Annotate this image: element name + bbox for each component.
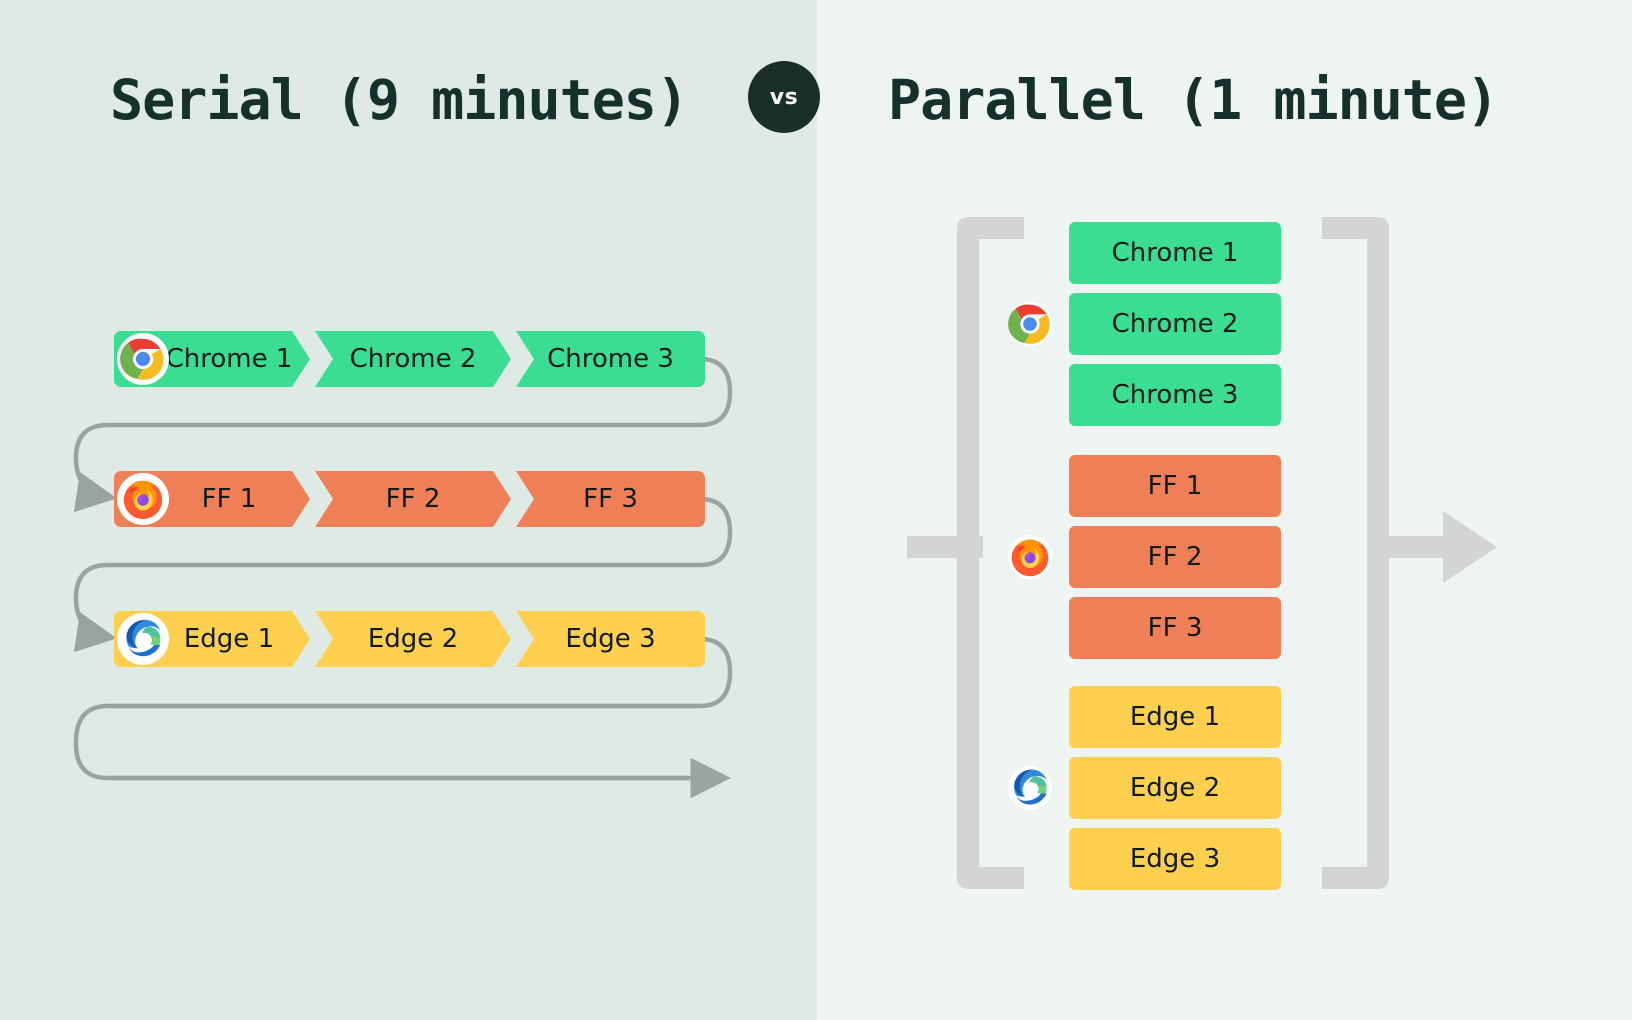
serial-panel-title: Serial (9 minutes) xyxy=(110,68,689,132)
firefox-logo-icon xyxy=(1008,535,1052,579)
parallel-right-bracket xyxy=(1322,217,1389,889)
parallel-input-stem xyxy=(907,536,983,558)
vs-badge: vs xyxy=(748,61,820,133)
parallel-task-edge-2[interactable]: Edge 2 xyxy=(1069,757,1281,819)
parallel-task-chrome-3[interactable]: Chrome 3 xyxy=(1069,364,1281,426)
serial-row-chrome: Chrome 1 Chrome 2 Chrome 3 xyxy=(114,331,705,387)
parallel-output-arrowhead xyxy=(1443,511,1497,583)
serial-row-edge: Edge 1 Edge 2 Edge 3 xyxy=(114,611,705,667)
parallel-task-chrome-2[interactable]: Chrome 2 xyxy=(1069,293,1281,355)
parallel-task-ff-3[interactable]: FF 3 xyxy=(1069,597,1281,659)
serial-row-firefox: FF 1 FF 2 FF 3 xyxy=(114,471,705,527)
serial-step-edge-3[interactable]: Edge 3 xyxy=(516,611,705,667)
parallel-output-stem xyxy=(1383,536,1449,558)
firefox-logo-icon xyxy=(120,476,166,522)
parallel-task-chrome-1[interactable]: Chrome 1 xyxy=(1069,222,1281,284)
serial-step-edge-2[interactable]: Edge 2 xyxy=(315,611,511,667)
chrome-logo-icon xyxy=(1008,302,1052,346)
serial-step-chrome-3[interactable]: Chrome 3 xyxy=(516,331,705,387)
serial-step-ff-2[interactable]: FF 2 xyxy=(315,471,511,527)
serial-step-chrome-2[interactable]: Chrome 2 xyxy=(315,331,511,387)
chrome-logo-icon xyxy=(120,336,166,382)
serial-step-ff-3[interactable]: FF 3 xyxy=(516,471,705,527)
parallel-panel-title: Parallel (1 minute) xyxy=(888,68,1499,132)
parallel-flow-panel: Chrome 1 Chrome 2 Chrome 3 FF 1 FF 2 FF … xyxy=(817,0,1632,1020)
parallel-task-ff-1[interactable]: FF 1 xyxy=(1069,455,1281,517)
parallel-task-edge-3[interactable]: Edge 3 xyxy=(1069,828,1281,890)
parallel-task-edge-1[interactable]: Edge 1 xyxy=(1069,686,1281,748)
serial-flow-panel: Chrome 1 Chrome 2 Chrome 3 FF 1 FF 2 FF … xyxy=(73,331,733,799)
parallel-task-ff-2[interactable]: FF 2 xyxy=(1069,526,1281,588)
edge-logo-icon xyxy=(1008,766,1052,810)
edge-logo-icon xyxy=(120,616,166,662)
